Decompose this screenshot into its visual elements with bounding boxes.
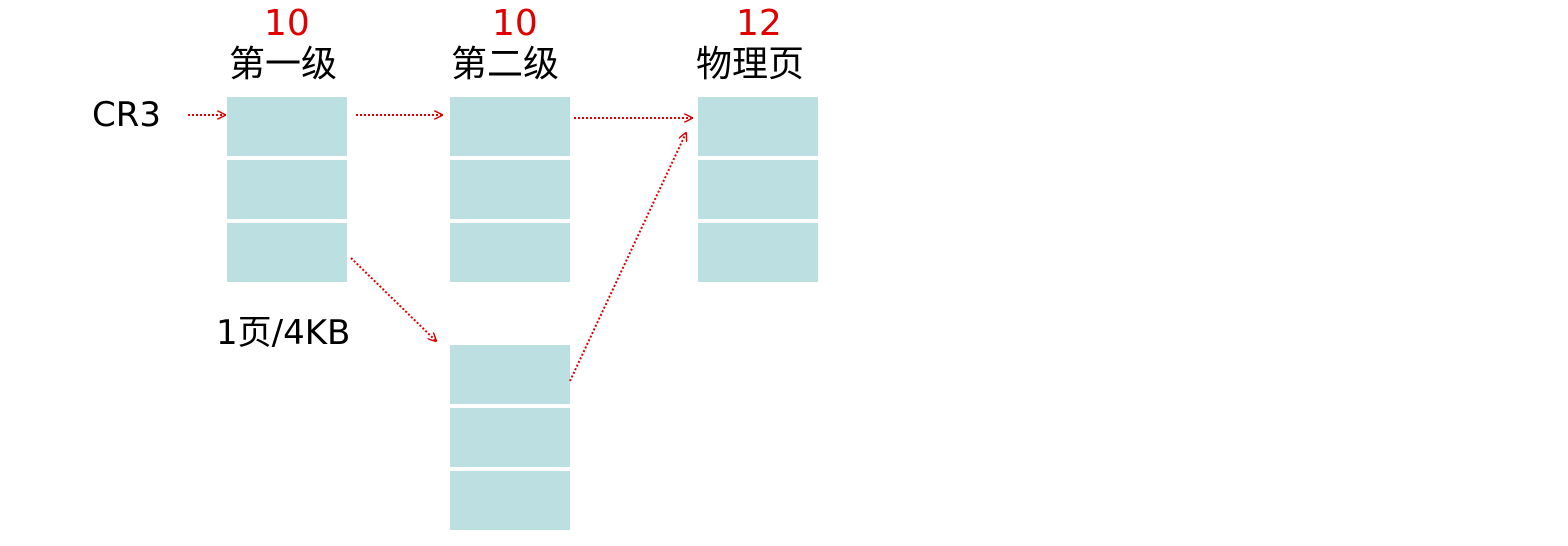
level2b-to-page-arrow	[569, 133, 686, 382]
level1-to-level2b-arrow	[350, 257, 436, 341]
level2-entry	[450, 408, 570, 467]
physical-page-header: 物理页	[696, 44, 805, 85]
level2-entry	[450, 97, 570, 156]
physical-page-slot	[698, 160, 818, 219]
physical-page-bit-count: 12	[736, 3, 782, 44]
level1-page-table	[227, 97, 347, 282]
page-size-note: 1页/4KB	[216, 313, 351, 353]
physical-page-slot	[698, 97, 818, 156]
physical-page	[698, 97, 818, 282]
level2-entry	[450, 471, 570, 530]
level2-entry	[450, 160, 570, 219]
physical-page-slot	[698, 223, 818, 282]
level1-bit-count: 10	[264, 3, 310, 44]
level2-bit-count: 10	[492, 3, 538, 44]
level1-entry	[227, 223, 347, 282]
cr3-label: CR3	[92, 95, 161, 135]
level2-page-table-a	[450, 97, 570, 282]
level1-entry	[227, 160, 347, 219]
level2-page-table-b	[450, 345, 570, 530]
level2-entry	[450, 345, 570, 404]
level2-entry	[450, 223, 570, 282]
level2-header: 第二级	[451, 44, 560, 85]
level1-header: 第一级	[229, 44, 338, 85]
level1-entry	[227, 97, 347, 156]
